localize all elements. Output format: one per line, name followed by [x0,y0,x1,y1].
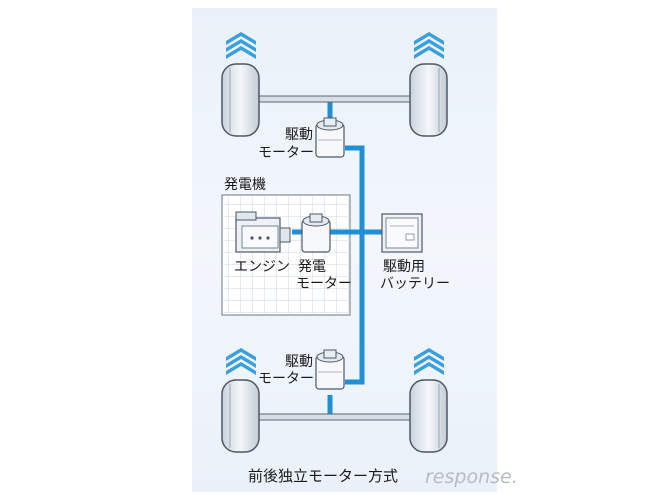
watermark-text: response. [425,466,518,488]
engine-icon [235,211,291,253]
engine-label: エンジン [234,259,290,275]
battery-icon [381,213,423,253]
front-left-direction-arrow [226,32,256,59]
rear-right-tire [409,379,448,453]
front-motor-icon [315,117,345,158]
generator-motor-label-line1: 発電 [298,259,326,275]
front-left-tire [221,63,260,137]
rear-motor-label-line1: 駆動 [285,354,313,370]
front-motor-label-line2: モーター [258,145,314,161]
generator-motor-label-line2: モーター [296,276,352,292]
rear-left-tire [221,379,260,453]
rear-left-direction-arrow [226,348,256,375]
battery-label-line1: 駆動用 [383,259,425,275]
front-right-direction-arrow [414,32,444,59]
rear-axle [254,413,416,421]
battery-label-line2: バッテリー [380,276,450,292]
front-right-tire [409,63,448,137]
diagram-caption: 前後独立モーター方式 [248,467,399,485]
rear-right-direction-arrow [414,348,444,375]
rear-motor-icon [315,349,345,390]
front-motor-label-line1: 駆動 [285,127,313,143]
rear-motor-label-line2: モーター [258,371,314,387]
front-axle [254,95,416,103]
power-wires [292,102,384,416]
generator-motor-icon [301,213,331,253]
generator-label: 発電機 [224,177,266,193]
